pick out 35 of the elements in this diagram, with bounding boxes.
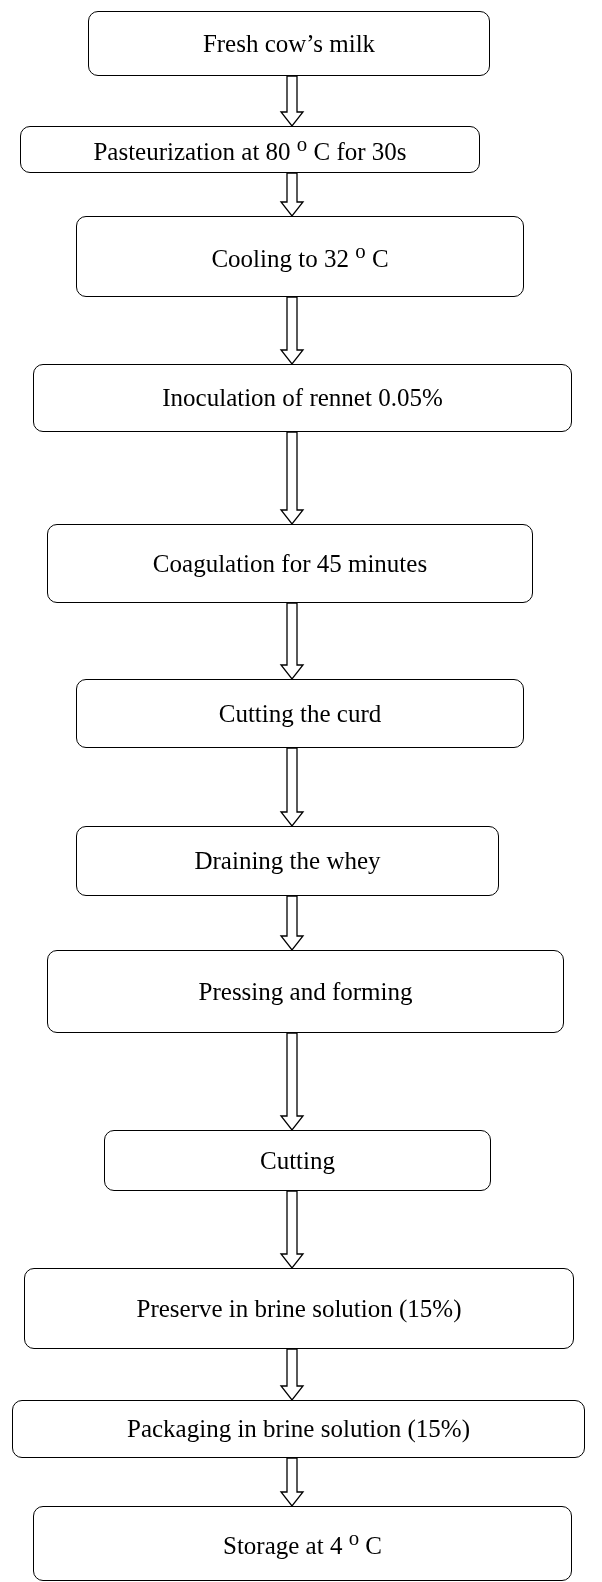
process-box [88, 11, 490, 76]
step-text: Preserve in brine solution (15%) [136, 1294, 462, 1323]
process-box [76, 679, 524, 748]
hollow-arrow [279, 75, 305, 128]
process-box [76, 826, 499, 896]
process-box [20, 126, 480, 173]
process-box [33, 1506, 572, 1581]
step-text: Coagulation for 45 minutes [152, 549, 428, 578]
hollow-arrow [279, 296, 305, 366]
step-text: Pasteurization at 80 $^{o}$ C for 30s [93, 132, 407, 167]
hollow-arrow [279, 1190, 305, 1270]
process-box [24, 1268, 574, 1349]
hollow-arrow [279, 1032, 305, 1132]
process-box [12, 1400, 585, 1458]
step-text: Draining the whey [194, 847, 381, 875]
step-text: Fresh cow’s milk [202, 29, 376, 58]
step-text: Pressing and forming [198, 977, 413, 1006]
step-text: Packaging in brine solution (15%) [127, 1415, 470, 1443]
hollow-arrow [279, 172, 305, 218]
process-box [47, 524, 533, 603]
hollow-arrow [279, 895, 305, 952]
step-text: Cutting [260, 1146, 335, 1175]
step-text: Storage at 4 $^{o}$ C [223, 1526, 382, 1561]
process-box [76, 216, 524, 297]
hollow-arrow [279, 431, 305, 526]
step-text: Inoculation of rennet 0.05% [162, 384, 443, 412]
hollow-arrow [279, 602, 305, 681]
hollow-arrow [279, 1348, 305, 1402]
hollow-arrow [279, 747, 305, 828]
process-box [33, 364, 572, 432]
step-text: Cooling to 32 $^{o}$ C [211, 239, 389, 274]
process-box [104, 1130, 491, 1191]
step-text: Cutting the curd [218, 699, 382, 728]
hollow-arrow [279, 1457, 305, 1508]
process-box [47, 950, 564, 1033]
